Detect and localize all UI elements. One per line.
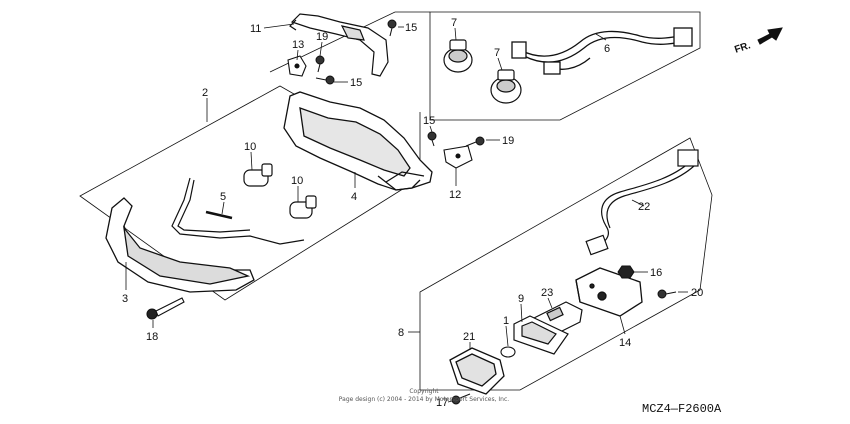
screw-17 bbox=[451, 393, 471, 405]
bulb-10-upper bbox=[243, 163, 273, 187]
nut-16 bbox=[617, 265, 635, 279]
clip-13 bbox=[287, 55, 307, 77]
gasket-9 bbox=[513, 315, 569, 355]
socket-7-right bbox=[490, 69, 522, 104]
screw-15-top-right bbox=[387, 19, 397, 37]
housing-4 bbox=[283, 91, 433, 191]
callout-7a: 7 bbox=[451, 17, 457, 29]
bracket-11 bbox=[289, 13, 389, 77]
lens-21 bbox=[449, 347, 505, 395]
screw-19-top bbox=[315, 55, 325, 73]
screw-15-mid bbox=[315, 75, 335, 85]
callout-15a: 15 bbox=[405, 22, 417, 34]
leader-9 bbox=[520, 303, 523, 323]
callout-3: 3 bbox=[122, 293, 128, 305]
socket-7-left bbox=[443, 39, 473, 73]
diagram-code: MCZ4—F2600A bbox=[642, 402, 722, 416]
screw-18 bbox=[146, 297, 185, 320]
front-direction-arrow: FR. bbox=[733, 27, 783, 56]
callout-13: 13 bbox=[292, 39, 304, 51]
screw-15-left bbox=[427, 131, 437, 147]
harness-6 bbox=[511, 27, 693, 75]
callout-20: 20 bbox=[691, 287, 703, 299]
callout-8: 8 bbox=[398, 327, 404, 339]
leader-19a bbox=[319, 41, 323, 57]
bracket-12 bbox=[443, 145, 473, 169]
leader-6 bbox=[595, 33, 607, 41]
leader-17 bbox=[447, 400, 453, 403]
callout-15b: 15 bbox=[350, 77, 362, 89]
callout-9: 9 bbox=[518, 293, 524, 305]
copyright-line-2: Page design (c) 2004 - 2014 by Motorspor… bbox=[339, 396, 509, 403]
callout-23: 23 bbox=[541, 287, 553, 299]
leader-7b bbox=[497, 57, 503, 71]
callout-4: 4 bbox=[351, 191, 357, 203]
screw-19-right bbox=[465, 136, 485, 147]
callout-16: 16 bbox=[650, 267, 662, 279]
leader-1 bbox=[505, 325, 509, 347]
group-outline-8 bbox=[419, 137, 713, 391]
leader-11 bbox=[263, 23, 295, 29]
front-direction-label: FR. bbox=[733, 40, 752, 56]
callout-17: 17 bbox=[436, 397, 448, 409]
callout-15c: 15 bbox=[423, 115, 435, 127]
callout-10b: 10 bbox=[291, 175, 303, 187]
leader-15c bbox=[429, 125, 433, 133]
lens-3 bbox=[105, 197, 255, 293]
callout-18: 18 bbox=[146, 331, 158, 343]
front-arrow-icon bbox=[757, 27, 783, 45]
callout-5: 5 bbox=[220, 191, 226, 203]
callout-12: 12 bbox=[449, 189, 461, 201]
callout-7b: 7 bbox=[494, 47, 500, 59]
callout-19a: 19 bbox=[316, 31, 328, 43]
callout-labels: 11 13 19 15 15 7 7 6 2 10 10 5 4 12 15 1… bbox=[122, 17, 703, 409]
callout-1: 1 bbox=[503, 315, 509, 327]
callout-6: 6 bbox=[604, 43, 610, 55]
callout-21: 21 bbox=[463, 331, 475, 343]
leader-5 bbox=[221, 201, 225, 215]
screw-20 bbox=[657, 289, 677, 299]
leader-7a bbox=[454, 27, 457, 41]
leader-14 bbox=[619, 315, 626, 335]
copyright-line-1: Copyright bbox=[409, 388, 439, 395]
group-outline-top-bracket bbox=[269, 11, 430, 73]
group-outline-6 bbox=[429, 11, 701, 121]
group-outlines bbox=[79, 11, 713, 391]
leader-23 bbox=[547, 297, 553, 309]
callout-11: 11 bbox=[250, 23, 261, 35]
callout-10a: 10 bbox=[244, 141, 256, 153]
callout-2: 2 bbox=[202, 87, 208, 99]
leader-lines bbox=[125, 23, 688, 403]
leader-10a bbox=[250, 151, 253, 171]
leader-13 bbox=[296, 49, 299, 61]
seal-5 bbox=[171, 177, 305, 245]
leader-22 bbox=[631, 199, 645, 207]
callout-14: 14 bbox=[619, 337, 631, 349]
bulb-10-lower bbox=[289, 195, 317, 219]
harness-22 bbox=[585, 149, 699, 256]
bulb-1 bbox=[500, 346, 516, 358]
license-case-14 bbox=[575, 267, 643, 317]
callout-22: 22 bbox=[638, 201, 650, 213]
callout-19b: 19 bbox=[502, 135, 514, 147]
